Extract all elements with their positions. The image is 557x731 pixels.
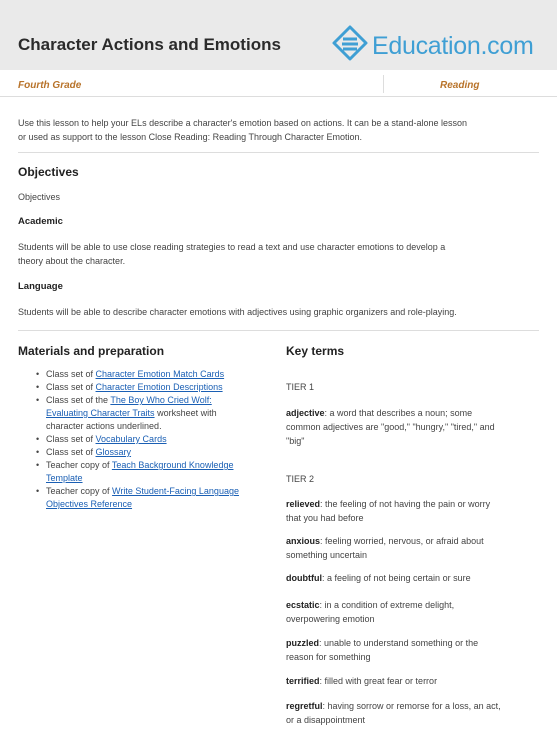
- link-character-emotion-descriptions[interactable]: Character Emotion Descriptions: [95, 382, 223, 392]
- term-word: doubtful: [286, 573, 322, 583]
- list-item: • Class set of Glossary: [36, 446, 268, 459]
- intro-line-2: or used as support to the lesson Close R…: [18, 132, 363, 142]
- list-item: • Class set of the The Boy Who Cried Wolf…: [36, 394, 268, 433]
- term-definition: common adjectives are "good," "hungry," …: [286, 422, 495, 432]
- list-item: • Teacher copy of Write Student-Facing La…: [36, 485, 268, 511]
- academic-line-1: Students will be able to use close readi…: [18, 242, 446, 252]
- term-word: relieved: [286, 499, 321, 509]
- term-word: terrified: [286, 676, 320, 686]
- academic-line-2: theory about the character.: [18, 256, 126, 266]
- term-terrified: terrified: filled with great fear or ter…: [286, 674, 536, 688]
- term-definition: "big": [286, 436, 305, 446]
- objectives-heading: Objectives: [18, 165, 79, 179]
- term-word: puzzled: [286, 638, 319, 648]
- term-definition: : the feeling of not having the pain or …: [320, 499, 491, 509]
- logo-text: Education.com: [372, 32, 534, 60]
- link-glossary[interactable]: Glossary: [95, 447, 132, 457]
- item-text: Teacher copy of: [46, 460, 112, 470]
- link-teach-background-knowledge[interactable]: Teach Background Knowledge: [111, 460, 234, 470]
- term-definition: something uncertain: [286, 550, 368, 560]
- grade-label: Fourth Grade: [18, 80, 82, 91]
- bullet-icon: •: [36, 460, 40, 470]
- term-definition: or a disappointment: [286, 715, 366, 725]
- term-word: regretful: [286, 701, 323, 711]
- education-logo[interactable]: Education.com: [330, 22, 545, 70]
- tier-1-label: TIER 1: [286, 382, 315, 392]
- term-adjective: adjective: a word that describes a noun;…: [286, 406, 536, 448]
- logo-diamond-icon: [332, 25, 368, 61]
- link-boy-who-cried-wolf[interactable]: The Boy Who Cried Wolf:: [110, 395, 212, 405]
- link-vocabulary-cards[interactable]: Vocabulary Cards: [95, 434, 167, 444]
- term-doubtful: doubtful: a feeling of not being certain…: [286, 571, 536, 585]
- item-text: Class set of: [46, 434, 96, 444]
- item-text: Class set of: [46, 382, 96, 392]
- intro-line-1: Use this lesson to help your ELs describ…: [18, 118, 467, 128]
- item-text: Teacher copy of: [46, 486, 113, 496]
- subject-label: Reading: [440, 80, 480, 91]
- term-definition: : having sorrow or remorse for a loss, a…: [322, 701, 501, 711]
- term-word: ecstatic: [286, 600, 320, 610]
- term-definition: : feeling worried, nervous, or afraid ab…: [320, 536, 484, 546]
- item-text: Class set of: [46, 369, 96, 379]
- page-title: Character Actions and Emotions: [18, 35, 281, 54]
- item-text: worksheet with: [154, 408, 217, 418]
- bullet-icon: •: [36, 369, 40, 379]
- item-text: Class set of the: [46, 395, 111, 405]
- term-definition: : a feeling of not being certain or sure: [321, 573, 471, 583]
- term-definition: that you had before: [286, 513, 364, 523]
- term-definition: : unable to understand something or the: [319, 638, 479, 648]
- materials-heading: Materials and preparation: [18, 344, 165, 358]
- term-puzzled: puzzled: unable to understand something …: [286, 636, 536, 664]
- bullet-icon: •: [36, 434, 40, 444]
- list-item: • Class set of Character Emotion Descript…: [36, 381, 268, 394]
- academic-heading: Academic: [18, 216, 63, 227]
- language-heading: Language: [18, 281, 63, 292]
- divider: [18, 152, 539, 153]
- item-text: Class set of: [46, 447, 96, 457]
- term-word: anxious: [286, 536, 321, 546]
- link-teach-background-knowledge[interactable]: Template: [46, 473, 83, 483]
- term-anxious: anxious: feeling worried, nervous, or af…: [286, 534, 536, 562]
- tier-2-label: TIER 2: [286, 474, 315, 484]
- term-definition: reason for something: [286, 652, 371, 662]
- term-definition: overpowering emotion: [286, 614, 375, 624]
- list-item: • Teacher copy of Teach Background Knowle…: [36, 459, 268, 485]
- term-regretful: regretful: having sorrow or remorse for …: [286, 699, 536, 727]
- bullet-icon: •: [36, 447, 40, 457]
- term-definition: : in a condition of extreme delight,: [319, 600, 455, 610]
- list-item: • Class set of Vocabulary Cards: [36, 433, 268, 446]
- key-terms-heading: Key terms: [286, 344, 345, 358]
- link-boy-who-cried-wolf[interactable]: Evaluating Character Traits: [46, 408, 155, 418]
- link-write-language-objectives[interactable]: Write Student-Facing Language: [112, 486, 239, 496]
- page-header: Character Actions and Emotions Education…: [0, 0, 557, 70]
- link-write-language-objectives[interactable]: Objectives Reference: [46, 499, 133, 509]
- term-word: adjective: [286, 408, 325, 418]
- divider: [18, 330, 539, 331]
- meta-divider: [383, 75, 384, 93]
- term-ecstatic: ecstatic: in a condition of extreme deli…: [286, 598, 536, 626]
- term-definition: : filled with great fear or terror: [319, 676, 438, 686]
- meta-bar: Fourth Grade Reading: [0, 71, 557, 97]
- list-item: • Class set of Character Emotion Match Ca…: [36, 368, 268, 381]
- term-relieved: relieved: the feeling of not having the …: [286, 497, 536, 525]
- link-character-emotion-match-cards[interactable]: Character Emotion Match Cards: [95, 369, 225, 379]
- bullet-icon: •: [36, 382, 40, 392]
- bullet-icon: •: [36, 395, 40, 405]
- item-text: character actions underlined.: [46, 421, 162, 431]
- term-definition: : a word that describes a noun; some: [324, 408, 473, 418]
- objectives-subtext: Objectives: [18, 192, 61, 202]
- language-line: Students will be able to describe charac…: [18, 307, 457, 317]
- materials-list: • Class set of Character Emotion Match Ca…: [36, 368, 268, 511]
- bullet-icon: •: [36, 486, 40, 496]
